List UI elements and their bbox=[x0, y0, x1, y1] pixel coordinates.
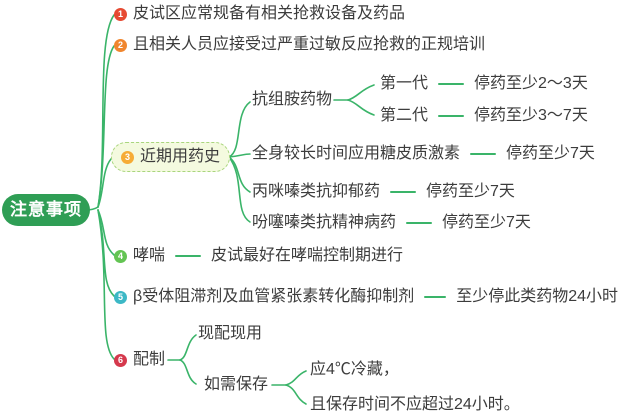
node-branch-1[interactable]: 1 皮试区应常规备有相关抢救设备及药品 bbox=[114, 4, 405, 24]
node-glucocorticoid[interactable]: 全身较长时间应用糖皮质激素 停药至少7天 bbox=[252, 144, 595, 164]
node-value: 停药至少7天 bbox=[506, 145, 595, 162]
node-label: 全身较长时间应用糖皮质激素 bbox=[252, 145, 461, 162]
numbered-badge-1: 1 bbox=[114, 7, 127, 21]
node-value: 停药至少7天 bbox=[442, 214, 531, 231]
node-label: 第一代 bbox=[380, 75, 429, 92]
node-branch-3-recent-medication[interactable]: 3 近期用药史 bbox=[111, 142, 231, 172]
node-storage-time-limit[interactable]: 且保存时间不应超过24小时。 bbox=[310, 395, 520, 415]
node-label: 皮试区应常规备有相关抢救设备及药品 bbox=[133, 5, 406, 22]
node-label: 近期用药史 bbox=[140, 148, 221, 165]
node-label: 抗组胺药物 bbox=[252, 91, 333, 108]
node-label: 丙咪嗪类抗抑郁药 bbox=[252, 183, 381, 200]
node-label: 吩噻嗪类抗精神病药 bbox=[252, 214, 397, 231]
node-label: 第二代 bbox=[380, 107, 429, 124]
connector-dash bbox=[470, 153, 497, 155]
node-value: 皮试最好在哮喘控制期进行 bbox=[211, 247, 404, 264]
node-label: β受体阻滞剂及血管紧张素转化酶抑制剂 bbox=[133, 288, 415, 305]
numbered-badge-2: 2 bbox=[114, 38, 127, 52]
node-branch-2[interactable]: 2 且相关人员应接受过严重过敏反应抢救的正规培训 bbox=[114, 35, 485, 55]
node-label: 配制 bbox=[133, 351, 166, 368]
connector-dash bbox=[424, 296, 447, 298]
node-first-generation[interactable]: 第一代 停药至少2～3天 bbox=[380, 74, 588, 94]
node-second-generation[interactable]: 第二代 停药至少3～7天 bbox=[380, 106, 588, 126]
connector-dash bbox=[438, 83, 465, 85]
node-antihistamine[interactable]: 抗组胺药物 bbox=[252, 90, 332, 110]
node-imipramine[interactable]: 丙咪嗪类抗抑郁药 停药至少7天 bbox=[252, 182, 515, 202]
connector-dash bbox=[406, 222, 433, 224]
numbered-badge-3: 3 bbox=[121, 150, 134, 164]
root-node[interactable]: 注意事项 bbox=[2, 194, 90, 226]
connector-dash bbox=[175, 255, 202, 257]
node-label: 现配现用 bbox=[198, 325, 263, 342]
connector-dash bbox=[390, 191, 417, 193]
node-label: 且相关人员应接受过严重过敏反应抢救的正规培训 bbox=[133, 36, 486, 53]
node-refrigerate-4c[interactable]: 应4℃冷藏， bbox=[310, 360, 399, 380]
node-label: 应4℃冷藏， bbox=[310, 361, 399, 378]
numbered-badge-4: 4 bbox=[114, 249, 127, 263]
node-label: 且保存时间不应超过24小时。 bbox=[310, 396, 520, 413]
node-branch-6-preparation[interactable]: 6 配制 bbox=[114, 350, 165, 370]
node-value: 停药至少2～3天 bbox=[474, 75, 588, 92]
node-branch-4-asthma[interactable]: 4 哮喘 皮试最好在哮喘控制期进行 bbox=[114, 246, 403, 266]
node-value: 停药至少7天 bbox=[426, 183, 515, 200]
node-label: 哮喘 bbox=[133, 247, 166, 264]
connector-dash bbox=[438, 115, 465, 117]
node-branch-5-beta-blocker[interactable]: 5 β受体阻滞剂及血管紧张素转化酶抑制剂 至少停此类药物24小时 bbox=[114, 287, 618, 307]
numbered-badge-6: 6 bbox=[114, 353, 127, 367]
node-value: 停药至少3～7天 bbox=[474, 107, 588, 124]
node-label: 如需保存 bbox=[204, 376, 269, 393]
numbered-badge-5: 5 bbox=[114, 290, 127, 304]
root-label: 注意事项 bbox=[10, 200, 82, 219]
node-if-storage-needed[interactable]: 如需保存 bbox=[204, 375, 268, 395]
node-phenothiazine[interactable]: 吩噻嗪类抗精神病药 停药至少7天 bbox=[252, 213, 531, 233]
node-value: 至少停此类药物24小时 bbox=[456, 288, 619, 305]
node-use-immediately[interactable]: 现配现用 bbox=[198, 324, 262, 344]
